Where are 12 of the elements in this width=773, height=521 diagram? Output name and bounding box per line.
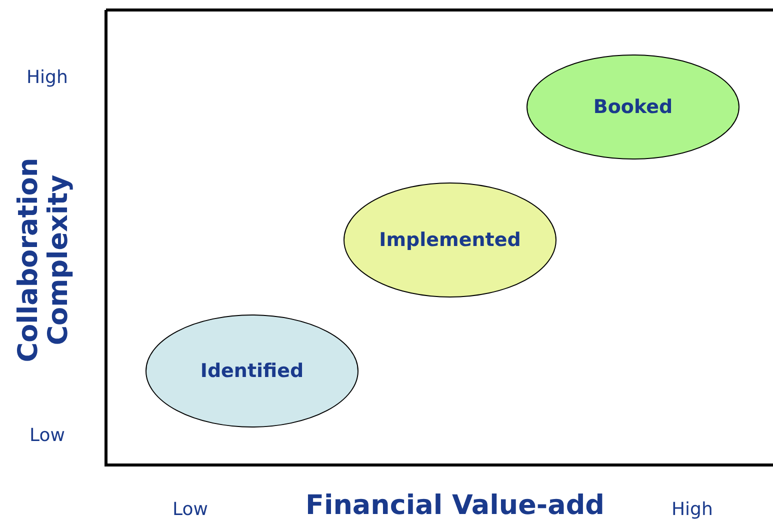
axis-tick-label: Low <box>30 424 65 446</box>
oval-node <box>145 314 359 428</box>
node-label: Booked <box>592 96 674 118</box>
node-label: Identified <box>199 360 305 382</box>
axis-tick-label: High <box>26 66 68 88</box>
oval-node <box>526 54 740 160</box>
oval-node <box>343 182 557 298</box>
node-label: Implemented <box>378 229 522 251</box>
axis-tick-label: High <box>672 498 713 520</box>
axis-title: Collaboration Complexity <box>14 156 74 364</box>
axis-tick-label: Low <box>172 498 208 520</box>
axis-title: Financial Value-add <box>306 490 605 520</box>
